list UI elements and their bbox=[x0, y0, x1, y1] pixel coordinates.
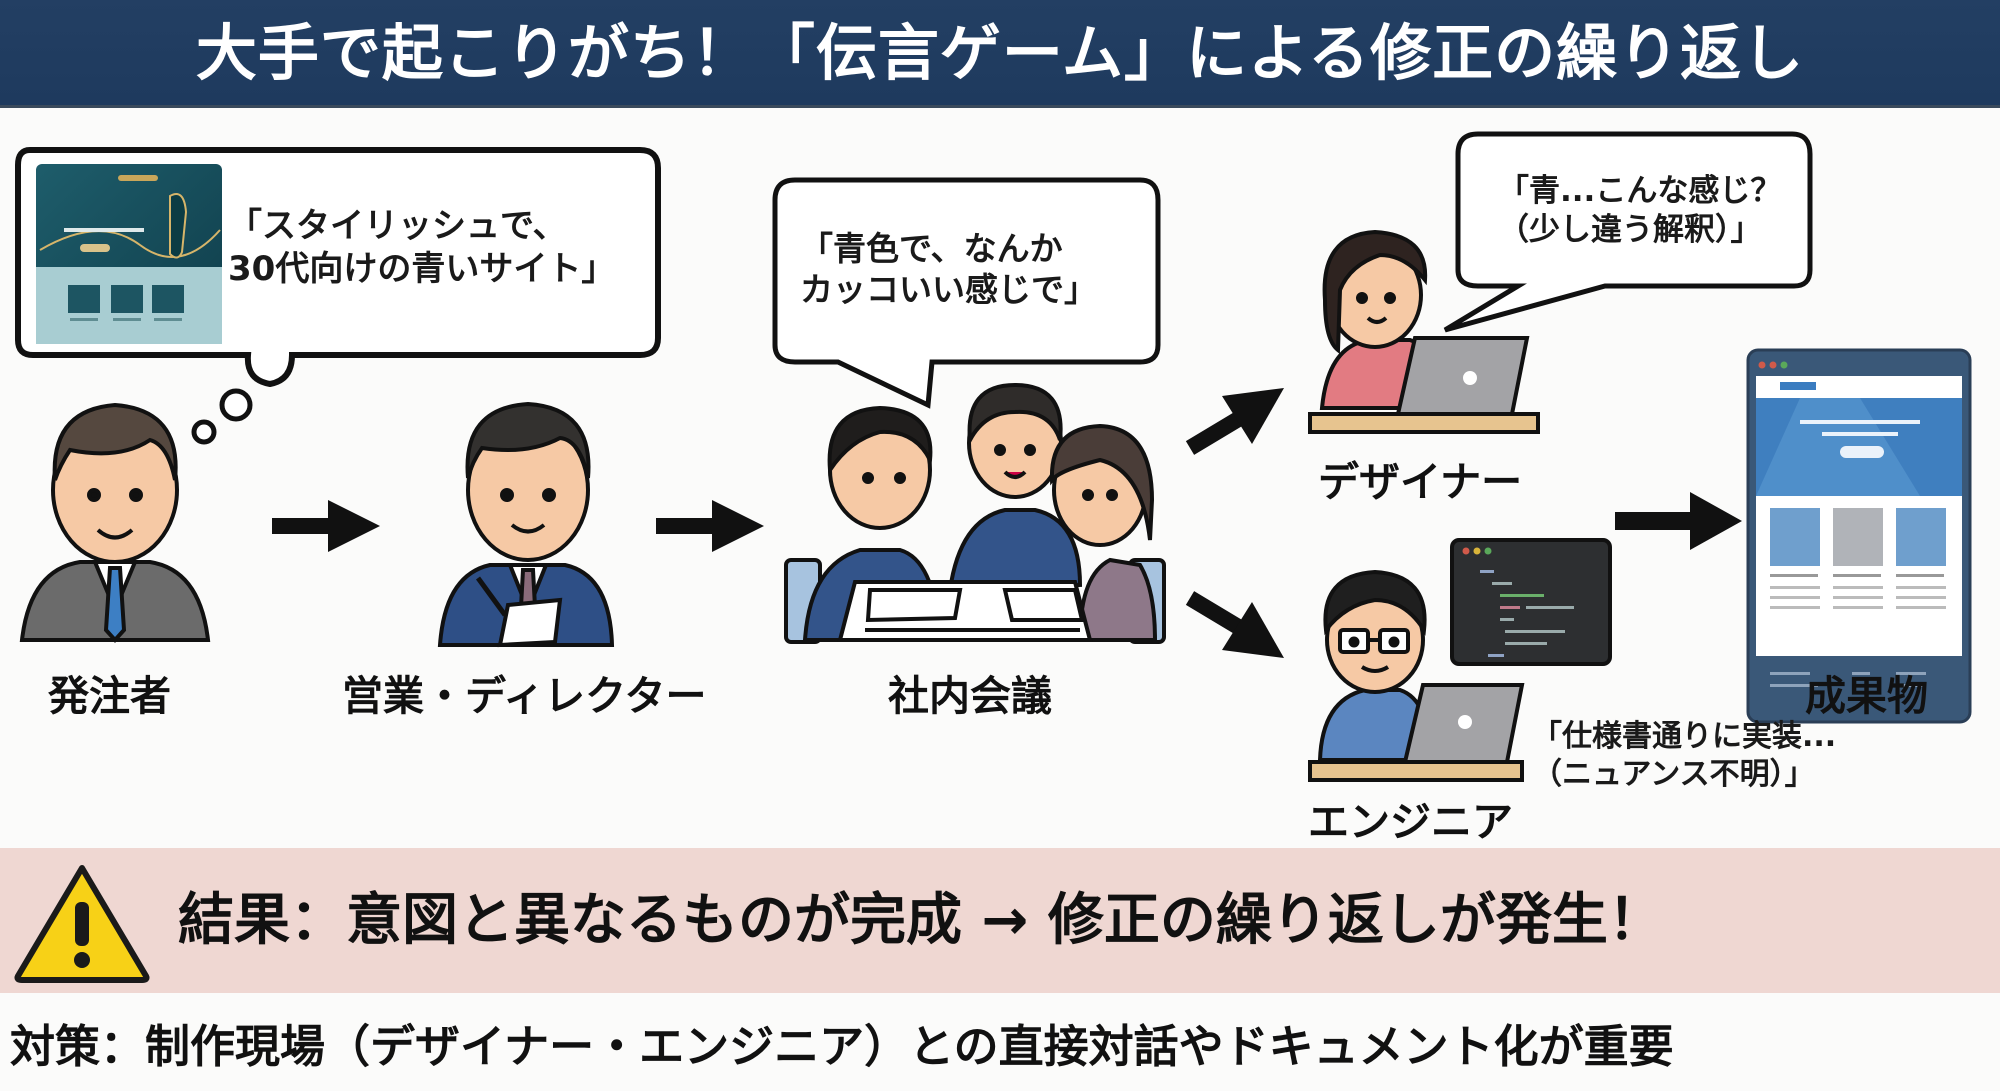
engineer-figure bbox=[1308, 569, 1525, 782]
countermeasure-text: 対策：制作現場（デザイナー・エンジニア）との直接対話やドキュメント化が重要 bbox=[10, 1020, 1674, 1073]
header-banner: 大手で起こりがち！「伝言ゲーム」による修正の繰り返し bbox=[0, 0, 2000, 108]
sales-director-figure bbox=[437, 401, 615, 648]
warning-icon bbox=[14, 865, 150, 983]
meeting-group-figure bbox=[784, 382, 1166, 644]
designer-figure bbox=[1308, 229, 1540, 434]
right-arrow-icon bbox=[272, 500, 380, 552]
engineer-label: エンジニア bbox=[1308, 798, 1513, 846]
designer-speech-text: 「青...こんな感じ？ （少し違う解釈）」 bbox=[1498, 173, 1782, 248]
designer-speech-bubble bbox=[1443, 131, 1813, 333]
code-editor-window bbox=[1450, 538, 1612, 666]
right-arrow-icon bbox=[1615, 492, 1742, 550]
deliverable-website-mockup bbox=[1746, 348, 1972, 724]
down-right-arrow-icon bbox=[1185, 591, 1284, 658]
website-mockup-thumbnail bbox=[36, 164, 222, 344]
client-thought-text: 「スタイリッシュで、 30代向けの青いサイト」 bbox=[228, 206, 616, 289]
client-figure bbox=[19, 402, 211, 643]
result-text: 結果：意図と異なるものが完成 → 修正の繰り返しが発生！ bbox=[178, 888, 1664, 953]
sales-director-label: 営業・ディレクター bbox=[342, 672, 707, 720]
client-label: 発注者 bbox=[48, 672, 171, 720]
designer-label: デザイナー bbox=[1318, 458, 1523, 506]
up-right-arrow-icon bbox=[1185, 388, 1284, 455]
right-arrow-icon bbox=[656, 500, 764, 552]
meeting-label: 社内会議 bbox=[888, 672, 1052, 720]
meeting-speech-text: 「青色で、なんか カッコいい感じで」 bbox=[800, 229, 1097, 310]
engineer-speech-text: 「仕様書通りに実装... （ニュアンス不明）」 bbox=[1532, 719, 1837, 792]
result-banner: 結果：意図と異なるものが完成 → 修正の繰り返しが発生！ bbox=[0, 848, 2000, 993]
page-title: 大手で起こりがち！「伝言ゲーム」による修正の繰り返し bbox=[195, 18, 1805, 89]
meeting-speech-bubble bbox=[772, 177, 1161, 409]
deliverable-label: 成果物 bbox=[1805, 672, 1928, 720]
